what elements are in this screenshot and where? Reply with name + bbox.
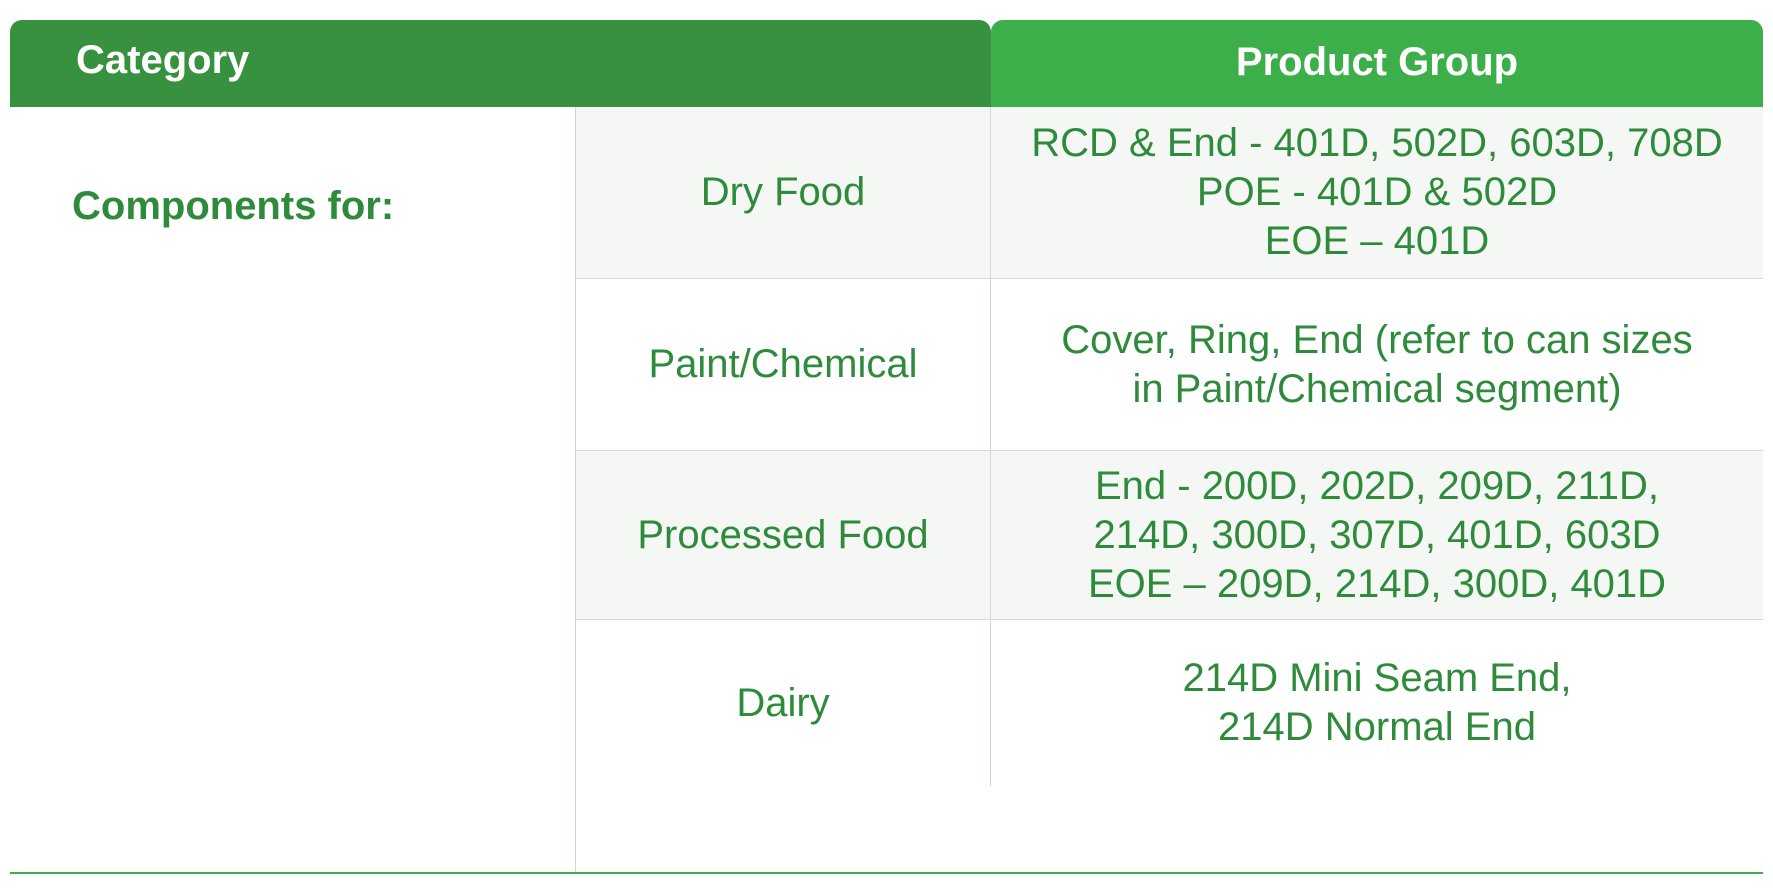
subcategory-cell: Dry Food [576, 107, 991, 278]
product-line: in Paint/Chemical segment) [1132, 366, 1622, 411]
product-group-cell: End - 200D, 202D, 209D, 211D, 214D, 300D… [991, 451, 1763, 619]
sub-rows: Dry Food RCD & End - 401D, 502D, 603D, 7… [576, 107, 1763, 873]
product-line: EOE – 209D, 214D, 300D, 401D [1087, 561, 1667, 606]
table-body: Components for: Dry Food RCD & End - 401… [10, 107, 1763, 873]
components-for-label: Components for: [72, 184, 395, 228]
bottom-rule [10, 872, 1763, 874]
product-line: RCD & End - 401D, 502D, 603D, 708D [1031, 121, 1723, 165]
table-header: Category Product Group [10, 20, 1763, 107]
subcategory-cell: Dairy [576, 620, 991, 786]
product-line: 214D Mini Seam End, [1182, 656, 1572, 700]
product-line: 214D Normal End [1218, 705, 1536, 749]
subcategory-cell: Processed Food [576, 451, 991, 619]
table-row: Dry Food RCD & End - 401D, 502D, 603D, 7… [576, 107, 1763, 279]
category-cell: Components for: [10, 107, 576, 873]
product-group-cell: Cover, Ring, End (refer to can sizes in … [991, 279, 1763, 450]
product-line: 214D, 300D, 307D, 401D, 603D [1093, 512, 1661, 557]
product-line: POE - 401D & 502D [1196, 170, 1558, 214]
product-line: EOE – 401D [1264, 219, 1490, 263]
product-table: Category Product Group Components for: D… [10, 20, 1763, 873]
table-row: Processed Food End - 200D, 202D, 209D, 2… [576, 451, 1763, 620]
table-row: Dairy 214D Mini Seam End, 214D Normal En… [576, 620, 1763, 786]
product-group-header: Product Group [991, 20, 1763, 107]
product-group-cell: 214D Mini Seam End, 214D Normal End [991, 620, 1763, 786]
product-line: End - 200D, 202D, 209D, 211D, [1094, 463, 1660, 508]
product-group-cell: RCD & End - 401D, 502D, 603D, 708D POE -… [991, 107, 1763, 278]
category-header: Category [10, 20, 991, 107]
subcategory-cell: Paint/Chemical [576, 279, 991, 450]
product-line: Cover, Ring, End (refer to can sizes [1061, 317, 1693, 362]
table-row: Paint/Chemical Cover, Ring, End (refer t… [576, 279, 1763, 451]
